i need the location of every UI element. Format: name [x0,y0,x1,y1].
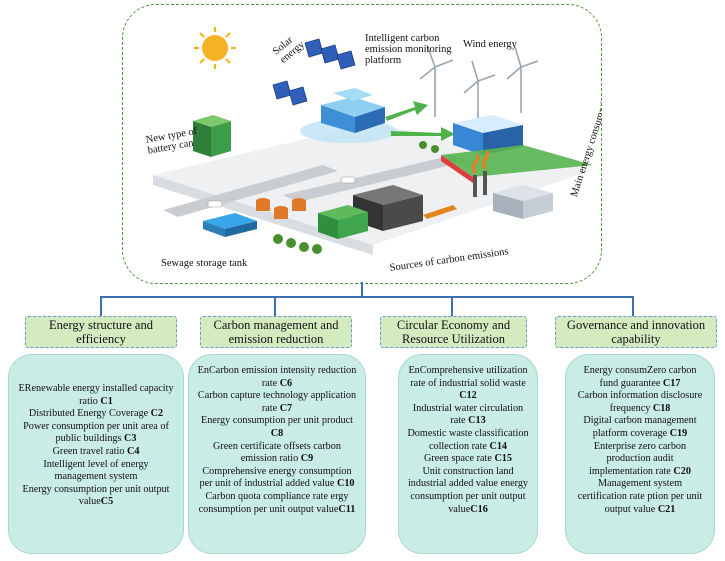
indicator-item: Power consumption per unit area of publi… [23,420,169,445]
indicator-item: EnCarbon emission intensity reduction ra… [197,365,357,389]
sun-icon [194,27,236,69]
indicator-item: Unit construction land industrial added … [407,465,529,515]
battery-storage-icon [193,115,231,157]
connector-bar [100,296,633,298]
indicator-item: Industrial water circulation rate C13 [412,402,524,427]
indicator-item: EnComprehensive utilization rate of indu… [408,365,528,402]
label-wind-energy: Wind energy [463,39,517,50]
category-carbon-management: Carbon management and emission reduction [200,316,352,348]
indicator-item: Digital carbon management platform cover… [583,415,697,439]
connector-drop-1 [100,296,102,316]
indicator-item: Carbon capture technology application ra… [197,390,357,414]
indicator-item: Carbon information disclosure frequency … [577,390,703,414]
label-monitoring-platform: Intelligent carbon emission monitoring p… [365,33,452,66]
connector-trunk [361,282,363,296]
indicator-item: Green space rate C15 [424,453,512,465]
indicator-item: Distributed Energy Coverage C2 [28,408,164,420]
indicator-item: Energy consumption per unit product C8 [200,415,354,439]
category-circular-economy: Circular Economy and Resource Utilizatio… [380,316,527,348]
consumption-buildings-icon [441,115,593,183]
indicators-box-circular: EnComprehensive utilization rate of indu… [398,354,538,554]
emission-sources-icon [318,150,553,239]
category-energy-structure: Energy structure and efficiency [25,316,177,348]
category-governance: Governance and innovation capability [555,316,717,348]
indicator-item: Energy consumption per unit output value… [22,483,170,508]
indicators-box-governance: Energy consumZero carbon fund guarantee … [565,354,715,554]
solar-panels-icon [272,38,356,106]
indicator-item: Green travel ratio C4 [52,445,140,457]
indicators-box-carbon: EnCarbon emission intensity reduction ra… [188,354,366,554]
cars-icon [207,176,356,208]
indicators-box-energy: ERenewable energy installed capacity rat… [8,354,184,554]
smart-park-illustration: Solar energy Intelligent carbon emission… [122,4,602,284]
energy-flow-arrows [385,101,455,141]
indicator-item: Enterprise zero carbon production audit … [589,440,691,477]
monitoring-platform-icon [300,88,396,143]
sewage-tank-icon [203,198,306,237]
park-scene-graphic [153,27,593,255]
indicator-item: ERenewable energy installed capacity rat… [18,383,174,407]
indicator-item: Green certificate offsets carbon emissio… [213,440,341,465]
connector-drop-4 [632,296,634,316]
indicator-item: Domestic waste classification collection… [407,427,529,452]
indicator-item: Carbon quota compliance rate ergy consum… [198,490,356,515]
connector-drop-2 [274,296,276,316]
indicator-item: Comprehensive energy consumption per uni… [199,465,355,490]
connector-drop-3 [451,296,453,316]
label-sewage-tank: Sewage storage tank [161,258,248,269]
indicator-item: Management system certification rate pti… [577,478,703,515]
indicator-item: Energy consumZero carbon fund guarantee … [583,365,697,389]
indicator-item: Intelligent level of energy management s… [43,458,149,483]
